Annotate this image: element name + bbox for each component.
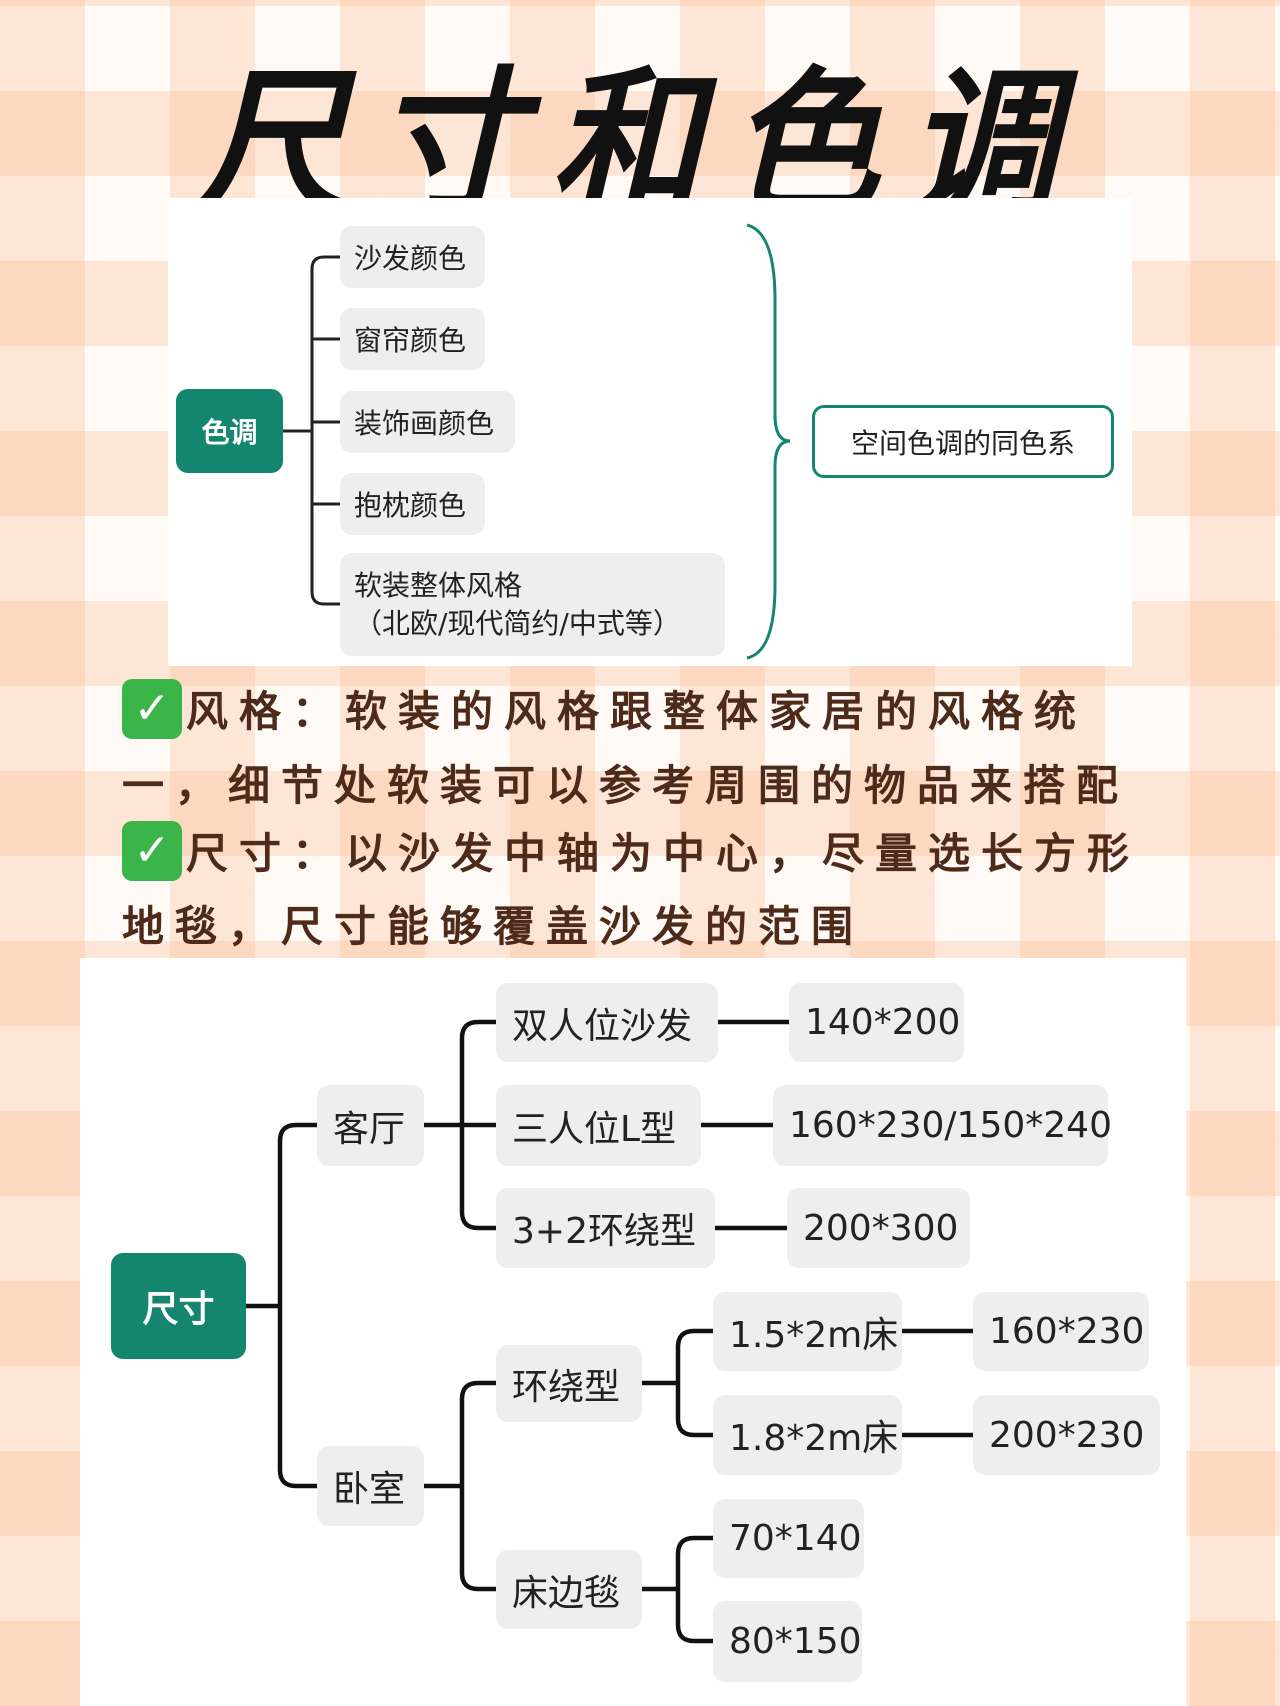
bedside-rug-node[interactable]: 床边毯 [496,1550,642,1629]
loveseat-size-node[interactable]: 140*200 [789,983,964,1062]
three-seat-l-node[interactable]: 三人位L型 [496,1085,701,1166]
note-size-line1: ✓尺寸：以沙发中轴为中心，尽量选长方形 [122,820,1140,881]
size-root-node[interactable]: 尺寸 [111,1253,246,1359]
living-room-node[interactable]: 客厅 [317,1085,424,1166]
loveseat-node[interactable]: 双人位沙发 [496,983,718,1062]
check-mark-icon: ✓ [122,678,182,739]
tone-item-pillow-color[interactable]: 抱枕颜色 [340,473,485,535]
style-item-line1: 软装整体风格 [354,568,523,602]
tone-item-curtain-color[interactable]: 窗帘颜色 [340,308,485,370]
bed-1-5-size-node[interactable]: 160*230 [973,1292,1149,1371]
bedside-size-large-node[interactable]: 80*150 [713,1601,862,1682]
tone-item-painting-color[interactable]: 装饰画颜色 [340,391,515,453]
bed-1-8-node[interactable]: 1.8*2m床 [713,1395,902,1475]
tone-item-overall-style[interactable]: 软装整体风格 （北欧/现代简约/中式等） [340,553,725,656]
bed-1-5-node[interactable]: 1.5*2m床 [713,1292,902,1371]
three-plus-two-node[interactable]: 3+2环绕型 [496,1188,715,1268]
three-plus-two-size-node[interactable]: 200*300 [787,1188,970,1268]
style-item-line2: （北欧/现代简约/中式等） [354,606,681,640]
note-style-line2: 一，细节处软装可以参考周围的物品来搭配 [122,761,1130,810]
tone-root-node[interactable]: 色调 [176,389,283,473]
bedside-size-small-node[interactable]: 70*140 [713,1499,864,1578]
tone-conclusion-node[interactable]: 空间色调的同色系 [812,405,1114,478]
surround-node[interactable]: 环绕型 [496,1345,642,1422]
note-size-line2: 地毯，尺寸能够覆盖沙发的范围 [122,902,865,951]
bedroom-node[interactable]: 卧室 [317,1446,424,1526]
three-seat-l-size-node[interactable]: 160*230/150*240 [773,1085,1112,1166]
tone-item-sofa-color[interactable]: 沙发颜色 [340,226,485,288]
note-style-line1: ✓风格：软装的风格跟整体家居的风格统 [122,678,1087,739]
bed-1-8-size-node[interactable]: 200*230 [973,1395,1160,1475]
check-mark-icon: ✓ [122,820,182,881]
